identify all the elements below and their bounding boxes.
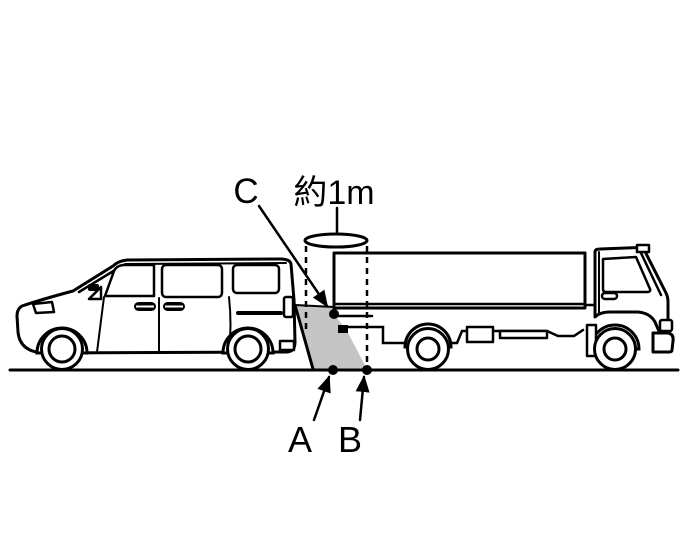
sight-line-left [293,303,315,371]
distance-label: 約1m [293,174,374,212]
truck-a-pillar-line [639,251,663,297]
truck [332,243,675,371]
point-b-arrow [355,375,370,422]
point-a-label: A [288,419,312,460]
truck-frame-rail-left [346,325,408,345]
point-a-arrow [312,375,331,422]
truck-frame-step [338,325,348,333]
minivan-rear-quarter-window [231,263,281,295]
truck-door-handle [600,291,619,301]
point-c-arrow [257,204,329,308]
pole-marker [303,206,369,368]
minivan-headlight [31,300,56,315]
truck-mirror-bracket [635,243,651,254]
pole-top-ellipse [303,232,369,249]
minivan [15,257,297,371]
minivan-front-hub [47,334,77,364]
minivan-slide-door-window [160,263,224,299]
minivan-door-seam-front [96,296,105,353]
truck-rear-hub [415,336,441,362]
truck-front-bumper [651,331,675,354]
point-c-dot [329,309,339,319]
point-b-dot [362,365,372,375]
minivan-rear-hub [233,334,263,364]
truck-side-guard [498,329,549,340]
truck-front-hub [602,336,628,362]
minivan-front-door-window [103,263,156,298]
truck-door-window [601,255,652,294]
blind-spot-fill [295,305,367,369]
point-b-label: B [338,419,362,460]
minivan-tail-lamp [282,295,295,319]
truck-fuel-tank [465,325,495,344]
point-a-dot [328,365,338,375]
truck-cargo-box [332,251,587,310]
minivan-rear-bumper-step [278,339,296,352]
minivan-side-mirror [88,284,99,291]
point-c-label: C [233,172,258,211]
truck-headlight [658,318,674,333]
